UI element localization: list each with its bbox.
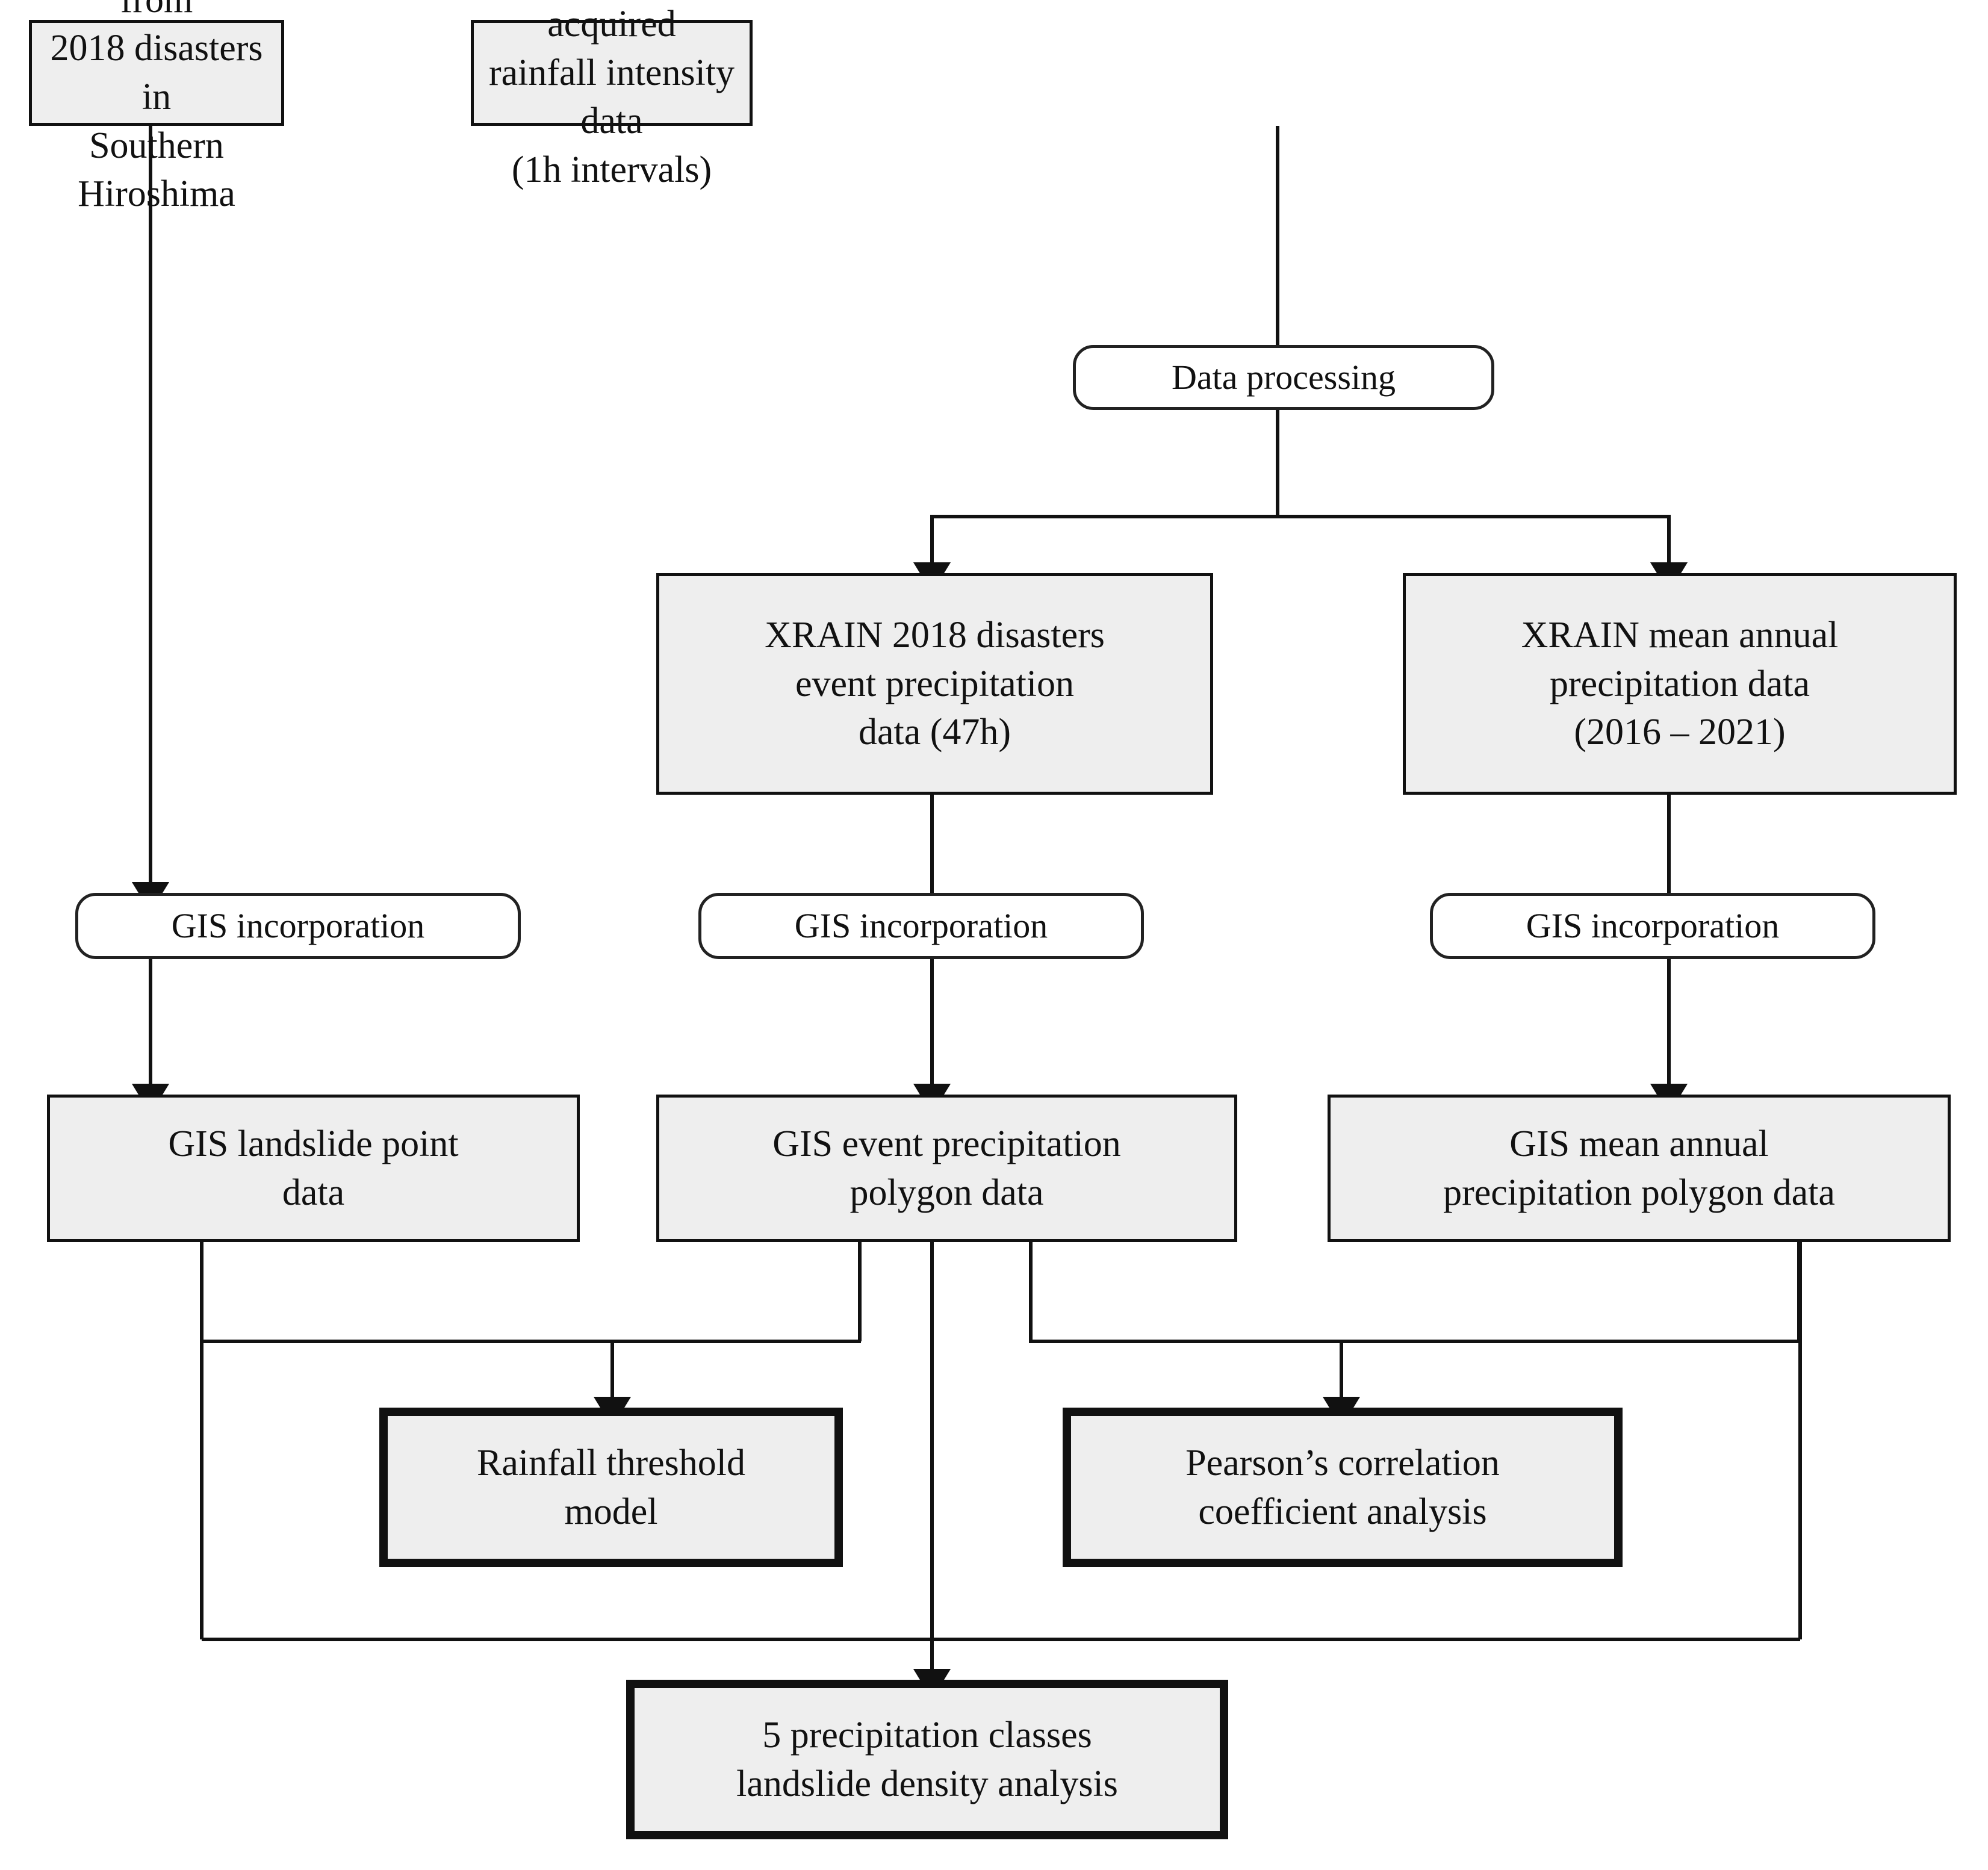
node-xrain-mean-annual[interactable]: XRAIN mean annual precipitation data (20…: [1403, 573, 1957, 795]
node-precip-classes-density-label: 5 precipitation classes landslide densit…: [736, 1714, 1118, 1804]
node-xrain-radar-data[interactable]: XRAIN radar-acquired rainfall intensity …: [471, 4, 753, 190]
node-landslide-data-label: Landslide data from 2018 disasters in So…: [50, 0, 263, 215]
node-xrain-event-precip[interactable]: XRAIN 2018 disasters event precipitation…: [656, 573, 1213, 795]
node-data-processing-label: Data processing: [1171, 358, 1396, 397]
node-rainfall-threshold-model[interactable]: Rainfall threshold model: [379, 1408, 843, 1567]
node-landslide-data[interactable]: Landslide data from 2018 disasters in So…: [29, 0, 284, 214]
node-gis-incorporation-right[interactable]: GIS incorporation: [1430, 893, 1875, 959]
node-gis-event-polygon-label: GIS event precipitation polygon data: [772, 1123, 1121, 1213]
node-rainfall-threshold-model-label: Rainfall threshold model: [477, 1442, 745, 1532]
edge-landslide-point-to-merge1: [200, 1242, 861, 1343]
node-gis-incorporation-left-label: GIS incorporation: [171, 906, 425, 946]
node-gis-landslide-point-label: GIS landslide point data: [168, 1123, 459, 1213]
node-gis-incorporation-mid-label: GIS incorporation: [794, 906, 1048, 946]
node-pearson-correlation[interactable]: Pearson’s correlation coefficient analys…: [1063, 1408, 1623, 1567]
node-xrain-radar-data-label: XRAIN radar-acquired rainfall intensity …: [488, 4, 735, 190]
node-xrain-event-precip-label: XRAIN 2018 disasters event precipitation…: [765, 615, 1105, 753]
node-gis-incorporation-right-label: GIS incorporation: [1526, 906, 1780, 946]
node-gis-landslide-point[interactable]: GIS landslide point data: [47, 1095, 580, 1242]
edge-event-polygon-to-merge2: [1029, 1242, 1800, 1343]
node-xrain-mean-annual-label: XRAIN mean annual precipitation data (20…: [1521, 615, 1839, 753]
node-data-processing[interactable]: Data processing: [1073, 345, 1494, 410]
node-gis-event-polygon[interactable]: GIS event precipitation polygon data: [656, 1095, 1237, 1242]
node-pearson-correlation-label: Pearson’s correlation coefficient analys…: [1185, 1442, 1500, 1532]
node-gis-mean-annual-polygon[interactable]: GIS mean annual precipitation polygon da…: [1328, 1095, 1951, 1242]
node-precip-classes-density[interactable]: 5 precipitation classes landslide densit…: [626, 1680, 1228, 1839]
node-gis-incorporation-mid[interactable]: GIS incorporation: [698, 893, 1144, 959]
node-gis-incorporation-left[interactable]: GIS incorporation: [75, 893, 521, 959]
node-gis-mean-annual-polygon-label: GIS mean annual precipitation polygon da…: [1443, 1123, 1835, 1213]
